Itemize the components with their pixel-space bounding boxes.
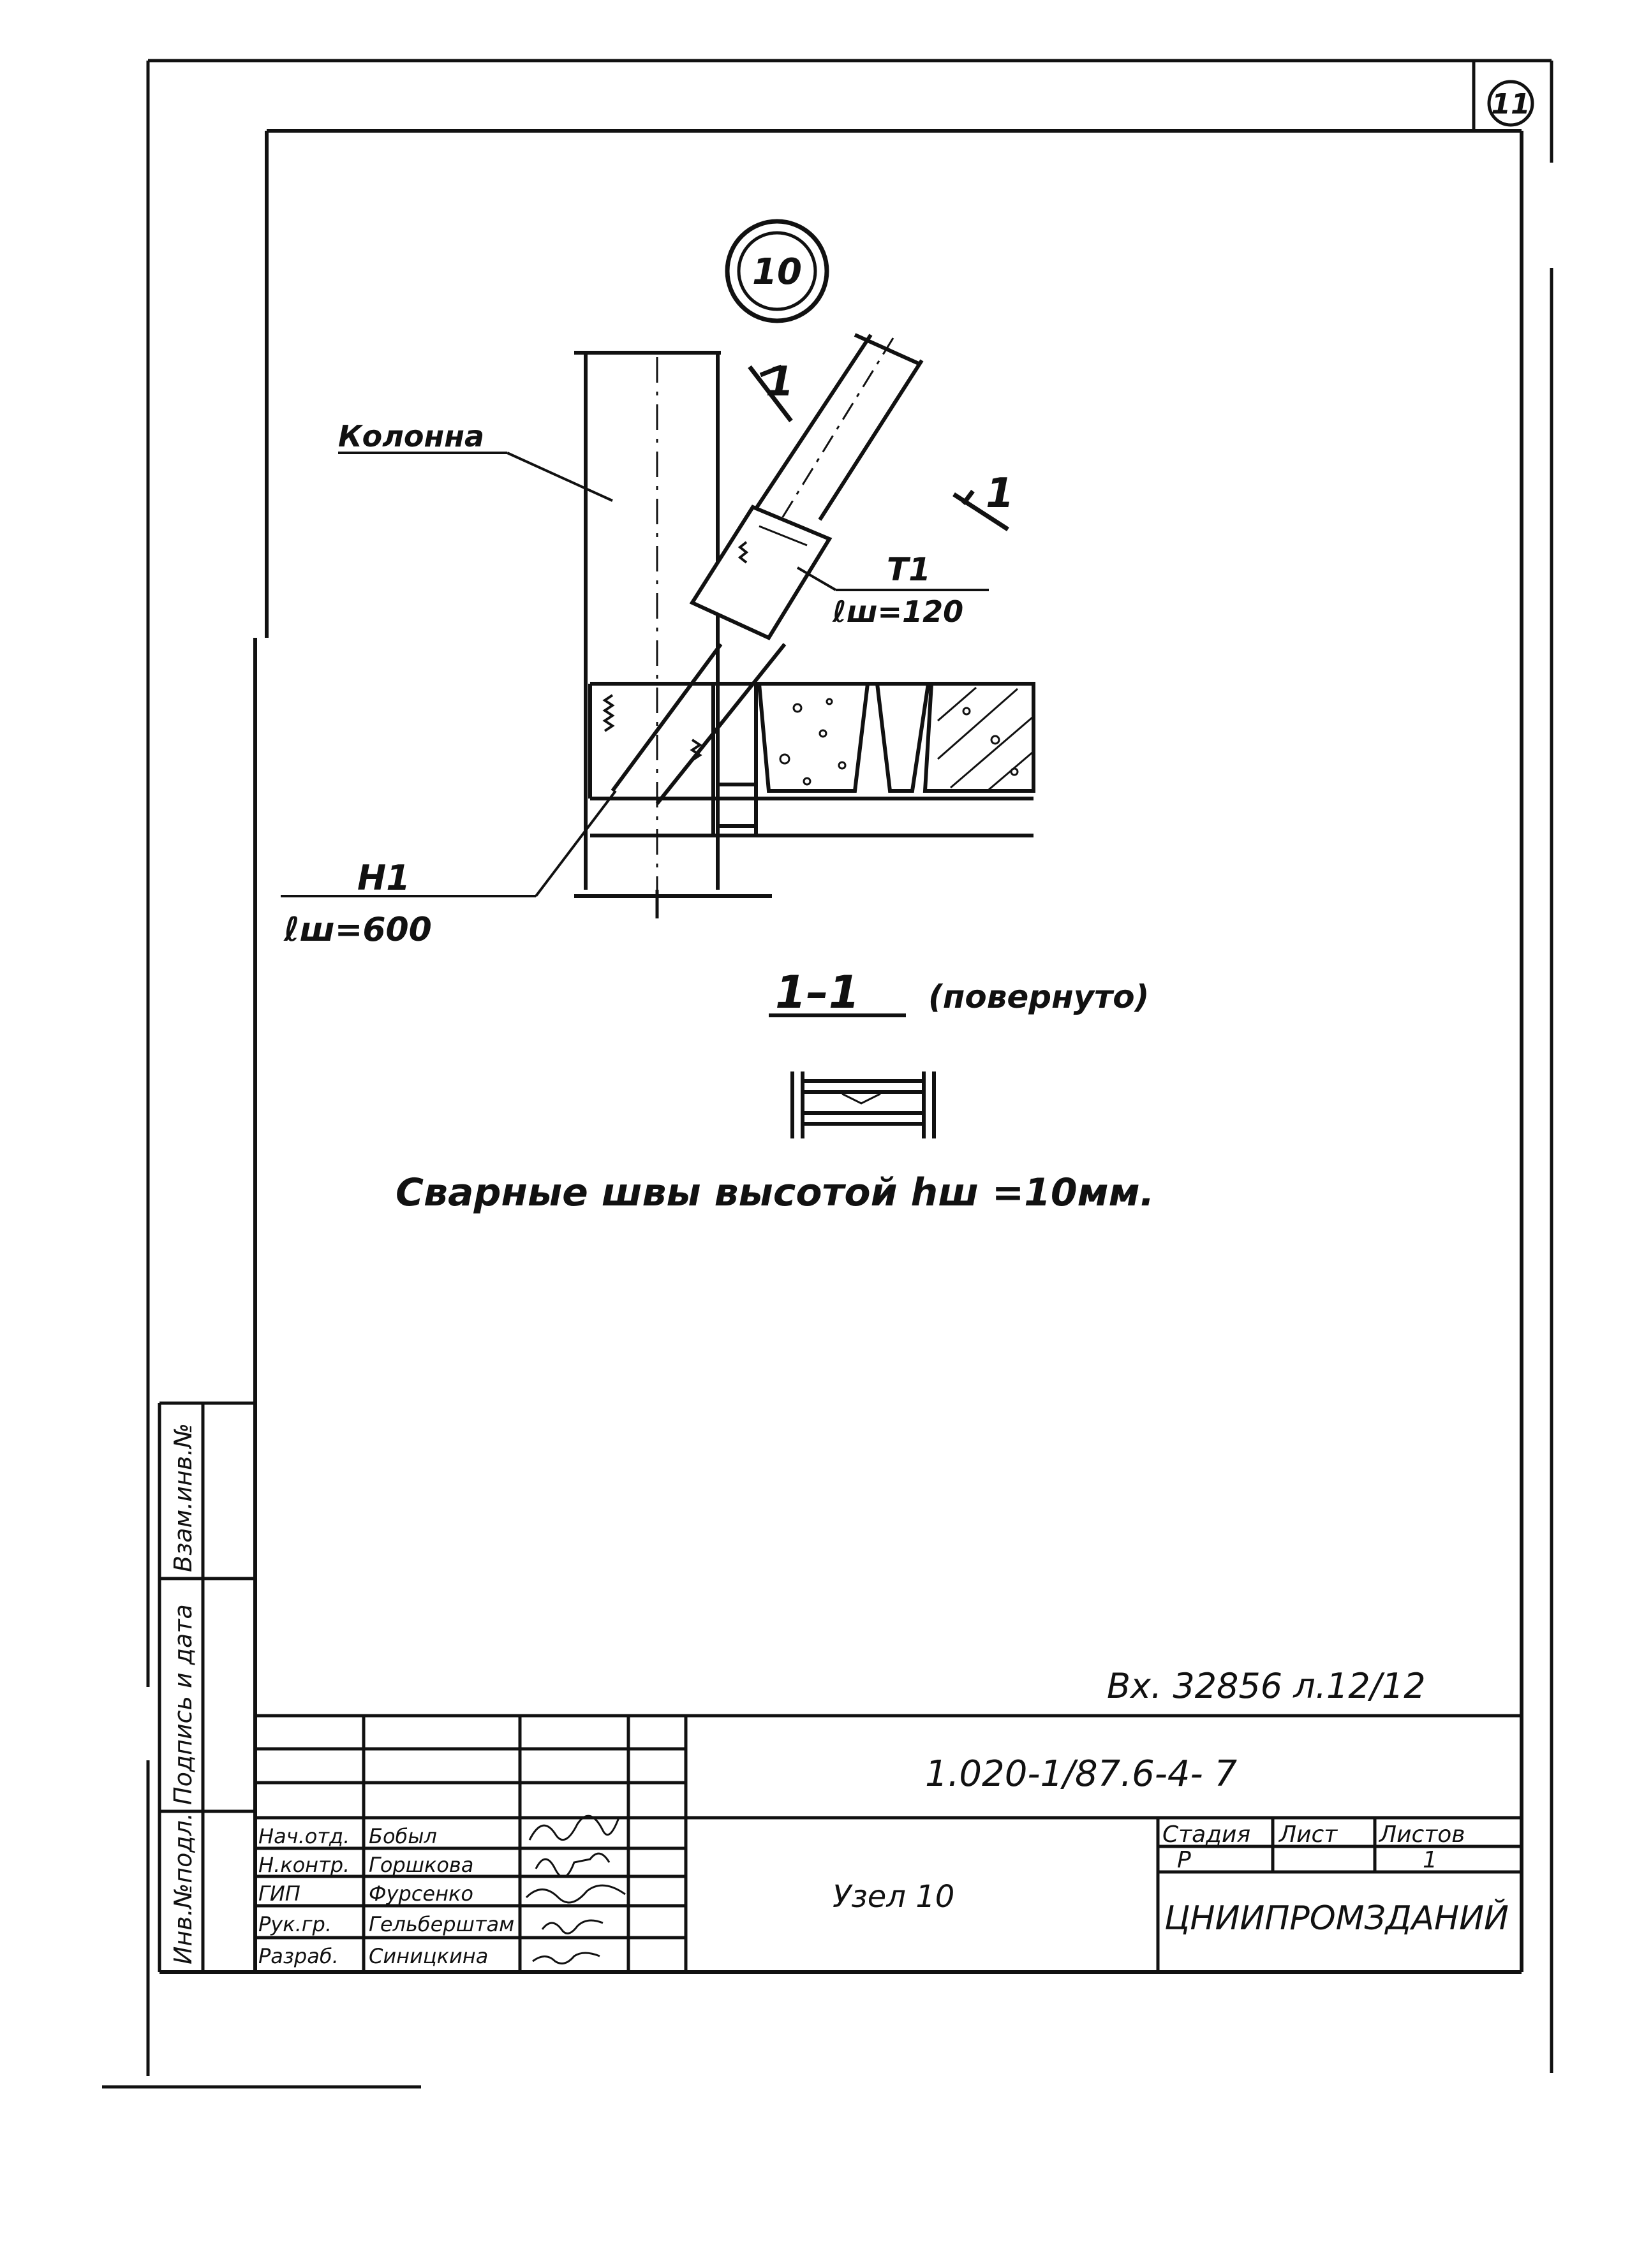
weld-marks xyxy=(602,541,749,762)
section-mark-right: 1 xyxy=(986,470,1014,517)
concrete-hatching xyxy=(779,686,1033,791)
column-label: Колонна xyxy=(338,419,484,453)
name-4: Синицкина xyxy=(369,1944,488,1968)
leader-lines xyxy=(281,452,989,897)
title-block-grid xyxy=(255,1714,1522,1972)
name-2: Фурсенко xyxy=(369,1881,473,1906)
node-marker-number: 10 xyxy=(752,251,802,293)
role-0: Нач.отд. xyxy=(258,1824,350,1848)
section-cut-marks xyxy=(748,364,1009,531)
signatures xyxy=(525,1815,626,1965)
sheets-value: 1 xyxy=(1423,1847,1437,1873)
weld-note: Сварные швы высотой hш =10мм. xyxy=(396,1170,1154,1215)
role-4: Разраб. xyxy=(258,1944,339,1968)
stage-value: Р xyxy=(1177,1847,1191,1873)
section-subtitle: (повернуто) xyxy=(928,978,1149,1015)
outer-border xyxy=(102,59,1553,2089)
section-mark-top: 1 xyxy=(766,358,794,406)
column-member xyxy=(574,351,772,918)
side-stamp-inventory: Инв.№подл. xyxy=(169,1813,197,1964)
document-code: 1.020-1/87.6-4- 7 xyxy=(925,1753,1238,1795)
node-marker xyxy=(725,219,829,323)
page-number: 11 xyxy=(1491,88,1530,121)
section-profile xyxy=(790,1071,936,1138)
weld-h1-length: ℓш=600 xyxy=(283,911,432,949)
sheets-header: Листов xyxy=(1378,1822,1465,1848)
weld-t1-length: ℓш=120 xyxy=(832,594,963,629)
organization: ЦНИИПРОМЗДАНИЙ xyxy=(1164,1899,1509,1938)
role-1: Н.контр. xyxy=(258,1853,350,1877)
role-3: Рук.гр. xyxy=(258,1912,332,1936)
stage-header: Стадия xyxy=(1162,1822,1250,1848)
weld-t1-label: Т1 xyxy=(887,551,931,588)
page-number-box xyxy=(1472,61,1534,131)
sheet-header: Лист xyxy=(1278,1822,1338,1848)
role-2: ГИП xyxy=(258,1881,300,1906)
drawing-title: Узел 10 xyxy=(833,1879,954,1915)
name-0: Бобыл xyxy=(369,1824,437,1848)
inventory-note: Вх. 32856 л.12/12 xyxy=(1107,1666,1426,1706)
side-stamp-signature: Подпись и дата xyxy=(169,1604,197,1805)
slab-section xyxy=(588,682,1035,837)
side-stamp-replaced: Взам.инв.№ xyxy=(169,1423,197,1572)
name-3: Гельберштам xyxy=(369,1912,514,1936)
name-1: Горшкова xyxy=(369,1853,473,1877)
section-title: 1–1 xyxy=(775,966,859,1019)
weld-h1-label: Н1 xyxy=(357,858,410,898)
diagonal-brace xyxy=(611,333,924,805)
